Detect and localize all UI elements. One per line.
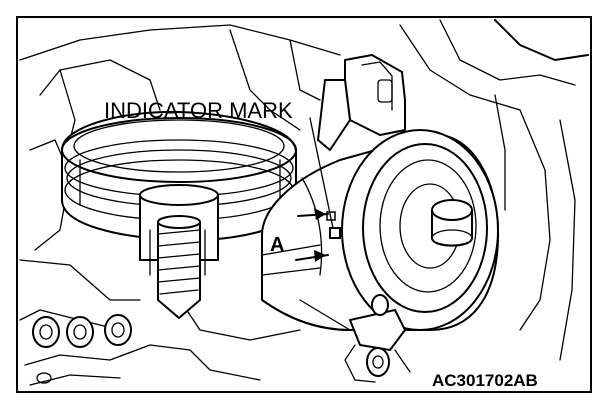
upper-arrowhead xyxy=(314,208,326,220)
indicator-marks xyxy=(295,117,341,276)
indicator-leader-line xyxy=(309,117,334,229)
lower-arrowhead xyxy=(314,250,326,262)
engine-block-background xyxy=(19,19,589,361)
figure-code-label: AC301702AB xyxy=(432,371,538,390)
angle-a-label: A xyxy=(270,234,284,256)
angle-arc xyxy=(301,177,323,276)
special-tool xyxy=(157,215,201,319)
auto-tensioner xyxy=(261,54,500,383)
mount-bolts xyxy=(24,314,261,386)
indicator-mark-notch xyxy=(329,227,341,239)
indicator-mark-label: INDICATOR MARK xyxy=(104,98,293,123)
